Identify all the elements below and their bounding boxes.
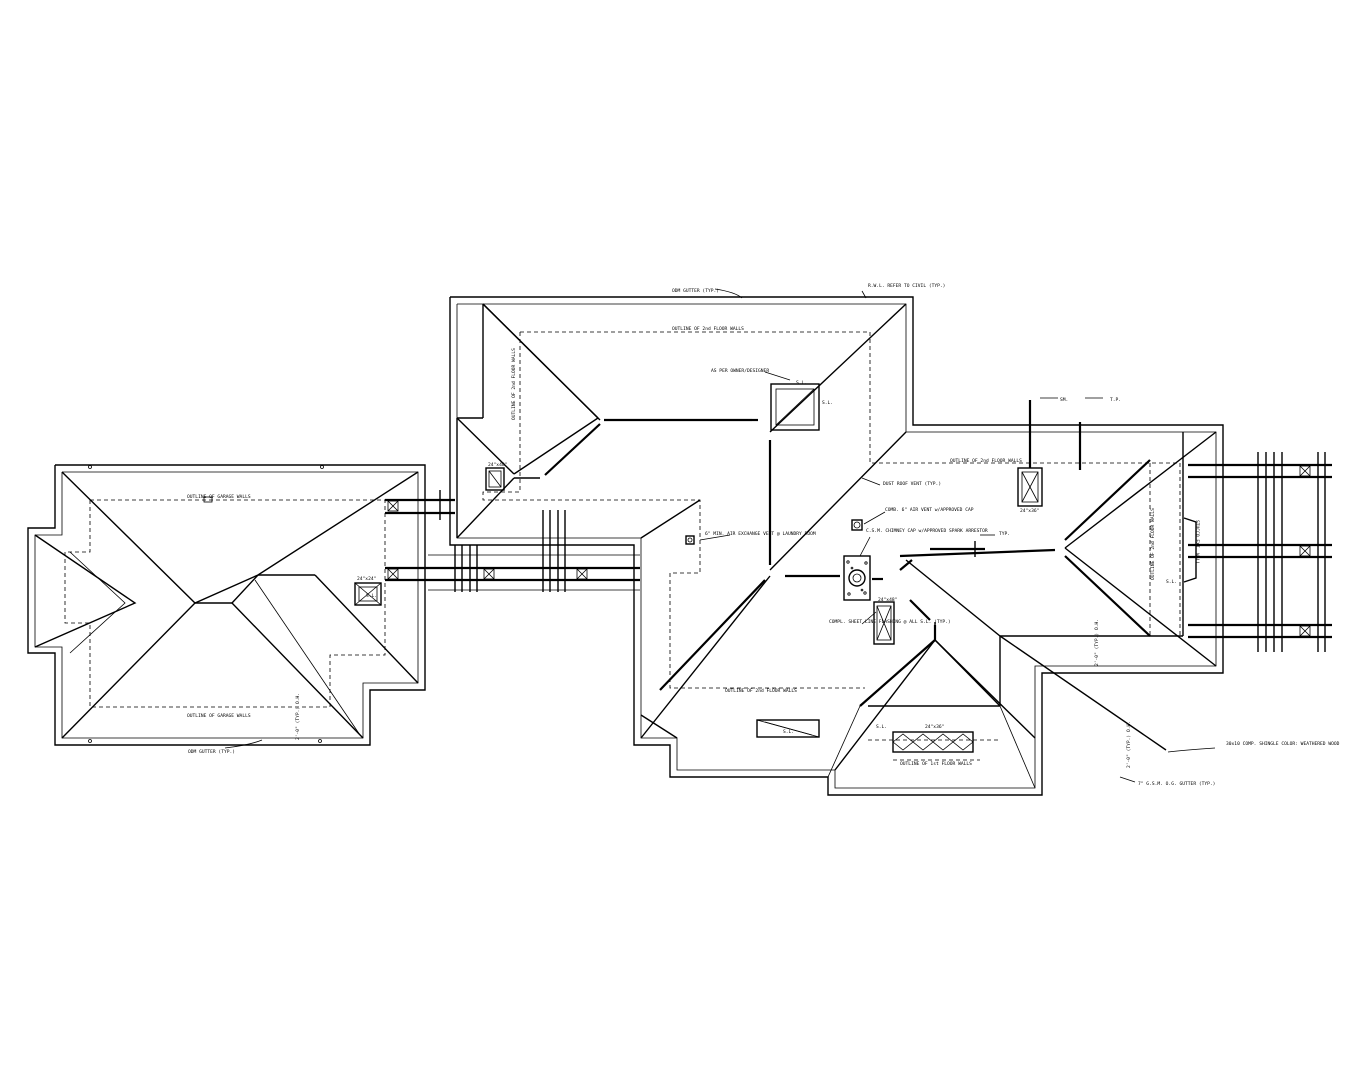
west-skylight-size: 24"x48" (488, 462, 507, 468)
chimney-note: C.S.M. CHIMNEY CAP w/APPROVED SPARK ARRE… (866, 528, 988, 534)
east-pergola (1183, 452, 1332, 652)
main-roof (449, 296, 1224, 796)
east-skylight-size: 24"x36" (1020, 508, 1039, 514)
skylight-west (485, 467, 505, 491)
bay-sl: S.L. (783, 729, 794, 735)
sl-top: S.L. (796, 380, 807, 386)
outline-2nd-east: OUTLINE OF 2nd FLOOR WALLS (1150, 508, 1156, 580)
garage-skylight-size: 24"x24" (357, 576, 376, 582)
tp-label: T.P. (1110, 397, 1121, 403)
gutter-note: 7" G.S.M. O.G. GUTTER (TYP.) (1138, 781, 1215, 787)
roof-vent-note: DUST ROOF VENT (TYP.) (883, 481, 941, 487)
sm-label: SM. (1060, 397, 1068, 403)
garage-skylight-label: S.L. (366, 593, 377, 599)
sl-side: S.L. (822, 400, 833, 406)
chimney (843, 555, 871, 601)
exhaust-vent (685, 535, 695, 545)
comb-air-vent (851, 519, 863, 531)
bay-skylight (756, 719, 820, 738)
notes: OUTLINE OF GARAGE WALLS OUTLINE OF GARAG… (187, 283, 1340, 787)
skylight-top (770, 383, 820, 431)
leader-lines (224, 288, 1216, 783)
outline-2nd-top: OUTLINE OF 2nd FLOOR WALLS (672, 326, 744, 332)
breezeway-trellis (385, 490, 640, 592)
garage-overhang: 2'-0" (TYP.) O.H. (295, 693, 301, 740)
garage-outline-top: OUTLINE OF GARAGE WALLS (187, 494, 251, 500)
outline-2nd-bottom: OUTLINE OF 2nd FLOOR WALLS (725, 688, 797, 694)
east-sl: S.L. (1166, 579, 1177, 585)
typ-note: TYP. (999, 531, 1010, 537)
shingle-note: 30x10 COMP. SHINGLE COLOR: WEATHERED WOO… (1226, 741, 1340, 747)
garage-skylight (354, 582, 382, 606)
exhaust-vent-note: 6" MIN. AIR EXCHANGE VENT @ LAUNDRY ROOM (705, 531, 816, 537)
refer-civil: R.W.L. REFER TO CIVIL (TYP.) (868, 283, 945, 289)
overhang-south: 2'-0" (TYP.) O.H. (1126, 721, 1132, 768)
outline-2nd-right: OUTLINE OF 2nd FLOOR WALLS (950, 458, 1022, 464)
garage-roof (27, 464, 426, 746)
skylight-center (873, 601, 895, 645)
east-ext-wall: STUCCO EXT. WALL (1194, 520, 1200, 564)
overhang-east: 2'-0" (TYP.) O.H. (1094, 619, 1100, 666)
gutter-top: ODM GUTTER (TYP.) (672, 288, 719, 294)
outline-1st: OUTLINE OF 1st FLOOR WALLS (900, 761, 972, 767)
owner-designer: AS PER OWNER/DESIGNER (711, 368, 769, 374)
porch-size: 24"x36" (925, 724, 944, 730)
comb-air-vent-note: COMB. 6" AIR VENT w/APPROVED CAP (885, 507, 974, 513)
garage-gutter: ODM GUTTER (TYP.) (188, 749, 235, 755)
porch-sl: S.L. (876, 724, 887, 730)
outline-2nd-left: OUTLINE OF 2nd FLOOR WALLS (511, 348, 517, 420)
skylight-size: 24"x48" (878, 597, 897, 603)
flashing-note: COMPL. SHEET LINE FLASHING @ ALL S.L. (T… (829, 619, 951, 625)
garage-outline-bottom: OUTLINE OF GARAGE WALLS (187, 713, 251, 719)
